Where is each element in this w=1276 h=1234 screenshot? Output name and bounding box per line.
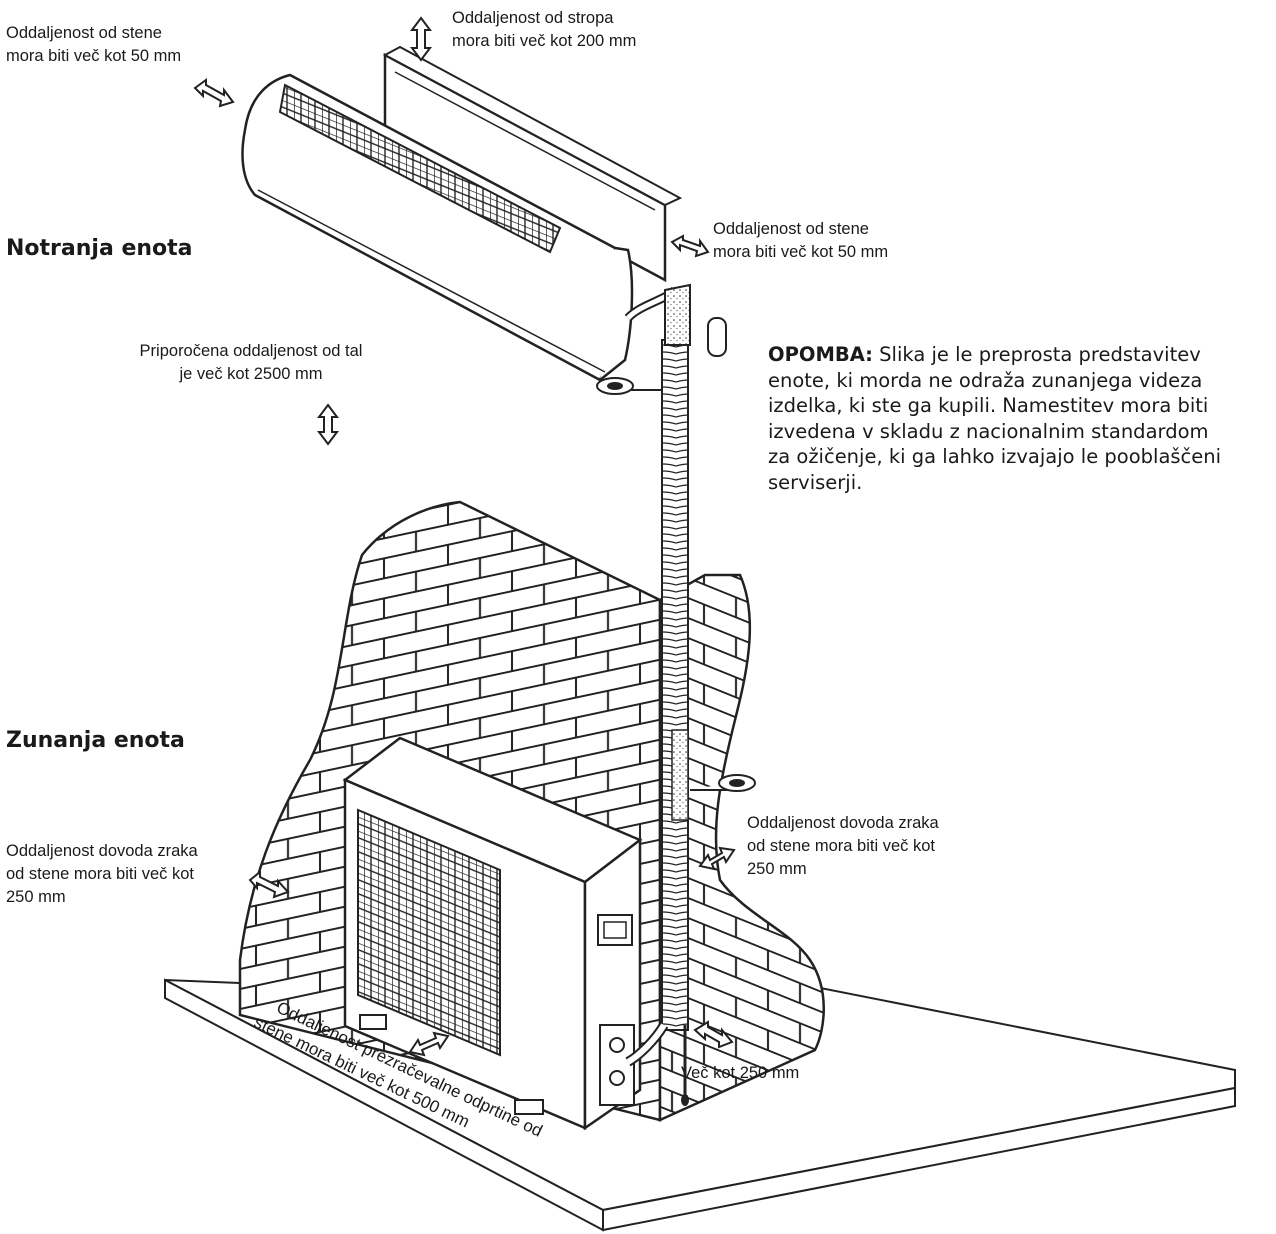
label-ceiling: Oddaljenost od stropa mora biti več kot …: [452, 9, 637, 50]
clearance-arrows: [193, 16, 736, 1057]
arrow-wall-left: [193, 78, 235, 108]
arrow-intake-left: [248, 869, 290, 899]
refrigerant-pipe: [625, 339, 756, 1106]
arrow-ceiling: [410, 16, 432, 62]
arrow-vent: [408, 1031, 450, 1057]
label-wall-left: Oddaljenost od stene mora biti več kot 5…: [6, 24, 182, 65]
outdoor-unit: [342, 736, 643, 1131]
arrow-side: [693, 1020, 734, 1049]
note-line: Slika je le preprosta predstavitev: [872, 343, 1201, 366]
label-wall-right: Oddaljenost od stene mora biti več kot 5…: [713, 220, 889, 261]
note-line: za ožičenje, ki ga lahko izvajajo le poo…: [768, 445, 1222, 468]
note-line: izvedena v skladu z nacionalnim standard…: [768, 419, 1209, 443]
label-intake-right: Oddaljenost dovoda zraka od stene mora b…: [747, 814, 939, 878]
note-block: OPOMBA: Slika je le preprosta predstavit…: [768, 342, 1268, 495]
label-intake-left: Oddaljenost dovoda zraka od stene mora b…: [6, 842, 198, 906]
mounting-plate: [382, 45, 683, 283]
note-line: izdelka, ki ste ga kupili. Namestitev mo…: [768, 394, 1209, 417]
note-line: serviserji.: [768, 470, 863, 494]
label-floor: Priporočena oddaljenost od tal je več ko…: [139, 342, 363, 383]
arrow-wall-right: [670, 234, 710, 258]
note-line: enote, ki morda ne odraža zunanjega vide…: [768, 368, 1203, 392]
label-side-clearance: Več kot 250 mm: [681, 1064, 800, 1082]
arrow-floor: [317, 403, 339, 446]
indoor-unit: [241, 73, 727, 395]
arrow-intake-right: [698, 846, 736, 871]
note-heading: OPOMBA:: [768, 343, 873, 366]
heading-indoor-unit: Notranja enota: [6, 236, 193, 261]
heading-outdoor-unit: Zunanja enota: [6, 728, 185, 753]
